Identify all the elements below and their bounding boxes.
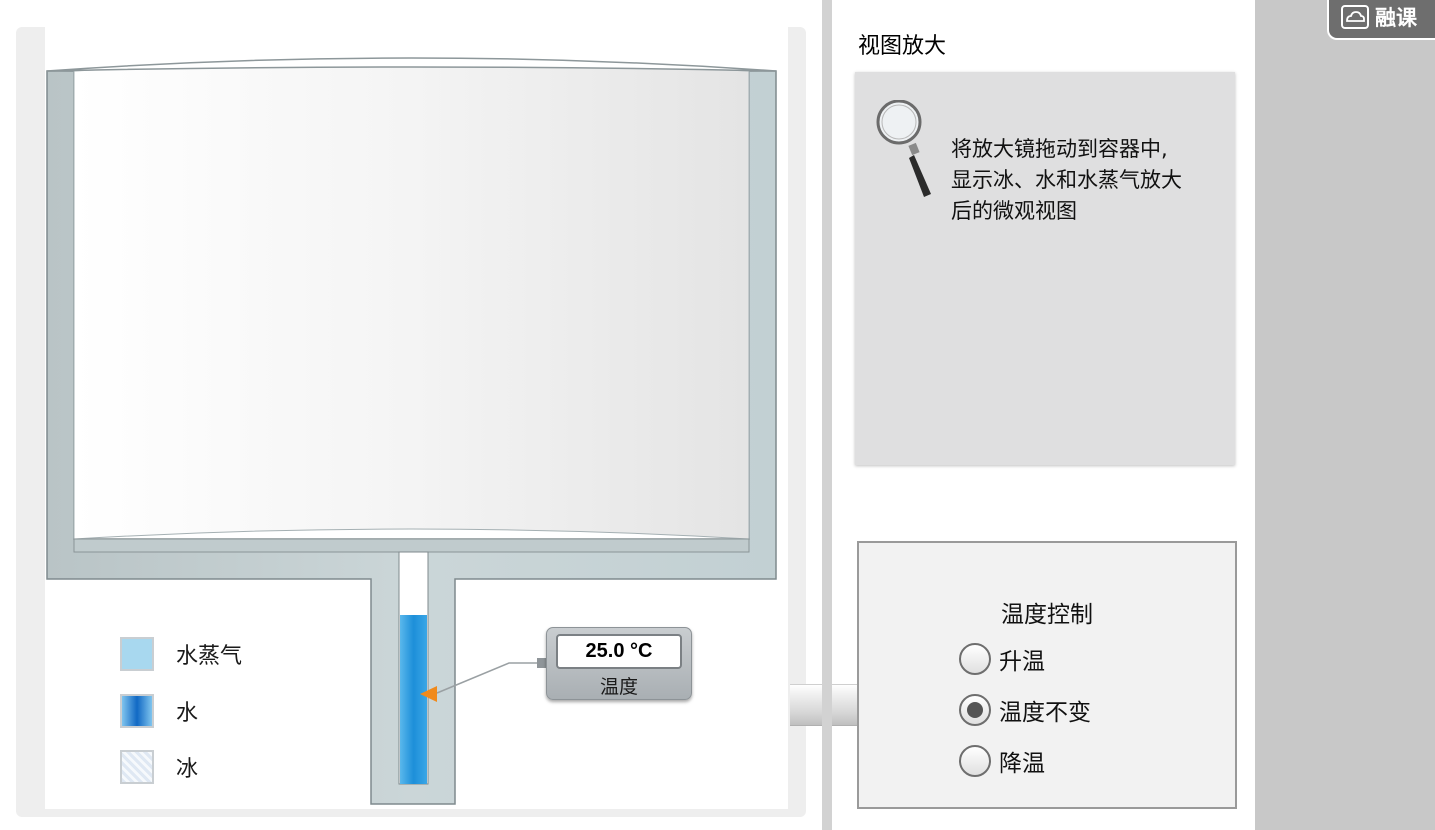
zoom-instruction: 将放大镜拖动到容器中, 显示冰、水和水蒸气放大 后的微观视图 [951,134,1221,227]
cloud-screen-icon [1341,5,1369,29]
readout-pointer-arrow [420,686,437,702]
radio-cool-down[interactable]: 降温 [959,743,1045,779]
temperature-control-panel: 温度控制 升温 温度不变 降温 [857,541,1237,809]
legend-item-water: 水 [120,694,198,728]
brand-label: 融课 [1375,6,1417,30]
radio-label: 温度不变 [999,700,1091,726]
radio-button-checked[interactable] [959,694,991,726]
zoom-instruction-line: 将放大镜拖动到容器中, [951,137,1168,161]
zoom-title: 视图放大 [858,34,947,59]
panel-divider [822,0,832,830]
readout-pointer-line [436,662,545,694]
legend-item-vapor: 水蒸气 [120,637,242,671]
side-bar [1255,0,1435,830]
simulation-canvas [45,27,788,809]
vessel-chamber [73,62,750,540]
radio-button[interactable] [959,745,991,777]
radio-label: 降温 [999,751,1045,777]
legend-label-ice: 冰 [176,757,199,782]
radio-heat-up[interactable]: 升温 [959,641,1045,677]
water-swatch [120,694,154,728]
simulation-panel: 水蒸气 水 冰 25.0 °C 温度 [16,27,806,817]
control-title: 温度控制 [1001,602,1093,628]
zoom-view-panel: 将放大镜拖动到容器中, 显示冰、水和水蒸气放大 后的微观视图 [855,72,1235,465]
brand-badge[interactable]: 融课 [1327,0,1435,40]
radio-keep-temperature[interactable]: 温度不变 [959,692,1091,728]
radio-button[interactable] [959,643,991,675]
magnifier-icon[interactable] [873,100,939,200]
radio-label: 升温 [999,649,1045,675]
temperature-value: 25.0 °C [556,634,682,669]
thermometer-liquid [400,615,427,784]
zoom-instruction-line: 后的微观视图 [951,199,1077,223]
vessel-diagram [46,57,777,805]
vapor-swatch [120,637,154,671]
vessel-floor [73,538,750,553]
ice-swatch [120,750,154,784]
temperature-label: 温度 [599,676,638,698]
legend-item-ice: 冰 [120,750,198,784]
temperature-readout: 25.0 °C 温度 [546,627,692,700]
readout-connector [537,658,547,668]
vessel-rim [46,57,777,72]
legend-label-vapor: 水蒸气 [176,644,243,669]
zoom-instruction-line: 显示冰、水和水蒸气放大 [951,168,1182,192]
legend-label-water: 水 [176,701,199,726]
